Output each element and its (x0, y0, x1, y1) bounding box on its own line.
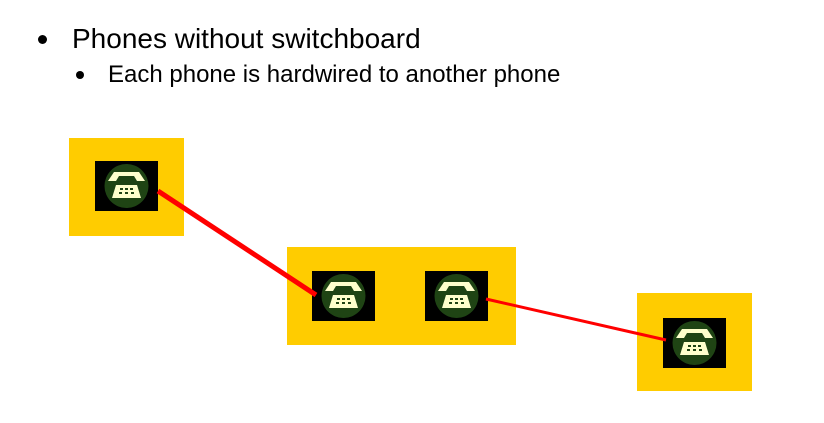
telephone-icon (95, 161, 158, 211)
bullet-text: Phones without switchboard (72, 23, 421, 54)
bullet-text: Each phone is hardwired to another phone (108, 61, 561, 88)
telephone-icon (663, 318, 726, 368)
wire-connection (485, 297, 667, 342)
telephone-icon (425, 271, 488, 321)
bullet-dot (76, 71, 84, 79)
wire-connection (156, 188, 318, 298)
bullet-dot (38, 35, 47, 44)
telephone-icon (312, 271, 375, 321)
